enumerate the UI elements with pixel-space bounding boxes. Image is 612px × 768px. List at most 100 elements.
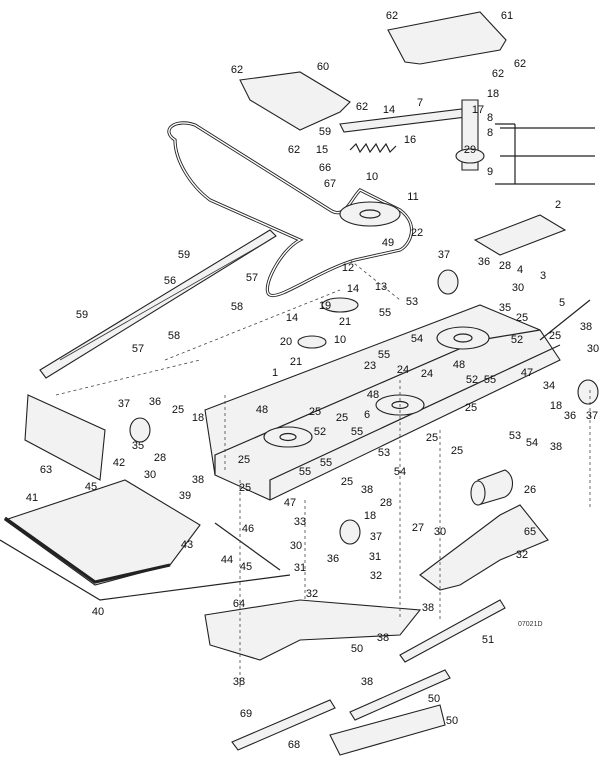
callout-69: 69 bbox=[240, 708, 252, 720]
callout-38: 38 bbox=[233, 676, 245, 688]
assembly-guide-lines bbox=[55, 259, 591, 690]
wheel-37-left bbox=[129, 417, 151, 443]
pulley-29 bbox=[455, 148, 485, 164]
callout-62: 62 bbox=[288, 144, 300, 156]
callout-47: 47 bbox=[284, 497, 296, 509]
callout-28: 28 bbox=[154, 452, 166, 464]
callout-53: 53 bbox=[406, 296, 418, 308]
callout-6: 6 bbox=[364, 409, 370, 421]
callout-3: 3 bbox=[540, 270, 546, 282]
callout-54: 54 bbox=[394, 466, 406, 478]
callout-62: 62 bbox=[386, 10, 398, 22]
callout-14: 14 bbox=[286, 312, 298, 324]
callout-17: 17 bbox=[472, 104, 484, 116]
callout-66: 66 bbox=[319, 162, 331, 174]
callout-8: 8 bbox=[487, 127, 493, 139]
callout-54: 54 bbox=[526, 437, 538, 449]
callout-27: 27 bbox=[412, 522, 424, 534]
callout-38: 38 bbox=[580, 321, 592, 333]
callout-50: 50 bbox=[428, 693, 440, 705]
callout-57: 57 bbox=[132, 343, 144, 355]
callout-38: 38 bbox=[550, 441, 562, 453]
callout-52: 52 bbox=[466, 374, 478, 386]
idler-pulley-11 bbox=[339, 201, 401, 227]
callout-37: 37 bbox=[586, 410, 598, 422]
callout-61: 61 bbox=[501, 10, 513, 22]
callout-48: 48 bbox=[256, 404, 268, 416]
callout-24: 24 bbox=[397, 364, 409, 376]
callout-13: 13 bbox=[375, 281, 387, 293]
callout-57: 57 bbox=[246, 272, 258, 284]
wheel-37-top bbox=[437, 269, 459, 295]
callout-18: 18 bbox=[364, 510, 376, 522]
callout-10: 10 bbox=[366, 171, 378, 183]
callout-48: 48 bbox=[367, 389, 379, 401]
callout-55: 55 bbox=[484, 374, 496, 386]
callout-36: 36 bbox=[564, 410, 576, 422]
callout-55: 55 bbox=[299, 466, 311, 478]
callout-2: 2 bbox=[555, 199, 561, 211]
callout-55: 55 bbox=[320, 457, 332, 469]
callout-12: 12 bbox=[342, 262, 354, 274]
callout-55: 55 bbox=[379, 307, 391, 319]
callout-32: 32 bbox=[516, 549, 528, 561]
callout-25: 25 bbox=[239, 482, 251, 494]
pulley-bracket bbox=[495, 123, 595, 185]
callout-21: 21 bbox=[339, 316, 351, 328]
callout-19: 19 bbox=[319, 300, 331, 312]
callout-25: 25 bbox=[336, 412, 348, 424]
callout-34: 34 bbox=[543, 380, 555, 392]
callout-48: 48 bbox=[453, 359, 465, 371]
callout-18: 18 bbox=[192, 412, 204, 424]
callout-25: 25 bbox=[451, 445, 463, 457]
callout-37: 37 bbox=[438, 249, 450, 261]
callout-59: 59 bbox=[319, 126, 331, 138]
callout-9: 9 bbox=[487, 166, 493, 178]
callout-55: 55 bbox=[351, 426, 363, 438]
callout-68: 68 bbox=[288, 739, 300, 751]
callout-35: 35 bbox=[132, 440, 144, 452]
callout-53: 53 bbox=[509, 430, 521, 442]
callout-18: 18 bbox=[550, 400, 562, 412]
callout-62: 62 bbox=[356, 101, 368, 113]
callout-25: 25 bbox=[465, 402, 477, 414]
shaft bbox=[539, 299, 591, 341]
callout-5: 5 bbox=[559, 297, 565, 309]
callout-32: 32 bbox=[370, 570, 382, 582]
belt-cover-right bbox=[387, 11, 507, 65]
callout-14: 14 bbox=[383, 104, 395, 116]
callout-4: 4 bbox=[517, 264, 523, 276]
callout-52: 52 bbox=[511, 334, 523, 346]
callout-18: 18 bbox=[487, 88, 499, 100]
callout-54: 54 bbox=[411, 333, 423, 345]
callout-38: 38 bbox=[377, 632, 389, 644]
callout-43: 43 bbox=[181, 539, 193, 551]
callout-39: 39 bbox=[179, 490, 191, 502]
callout-62: 62 bbox=[231, 64, 243, 76]
wheel-37-bottom bbox=[339, 519, 361, 545]
callout-36: 36 bbox=[327, 553, 339, 565]
callout-38: 38 bbox=[422, 602, 434, 614]
callout-41: 41 bbox=[26, 492, 38, 504]
callout-25: 25 bbox=[238, 454, 250, 466]
blade-left bbox=[231, 699, 336, 751]
spindle-pulley-right bbox=[436, 326, 490, 350]
callout-21: 21 bbox=[290, 356, 302, 368]
callout-38: 38 bbox=[192, 474, 204, 486]
callout-25: 25 bbox=[549, 330, 561, 342]
blade-center bbox=[349, 669, 451, 721]
idler-pulley-19 bbox=[321, 297, 359, 313]
callout-33: 33 bbox=[294, 516, 306, 528]
callout-42: 42 bbox=[113, 457, 125, 469]
callout-35: 35 bbox=[499, 302, 511, 314]
callout-40: 40 bbox=[92, 606, 104, 618]
callout-25: 25 bbox=[341, 476, 353, 488]
idler-pulley-20 bbox=[297, 335, 327, 349]
callout-14: 14 bbox=[347, 283, 359, 295]
callout-62: 62 bbox=[492, 68, 504, 80]
callout-25: 25 bbox=[426, 432, 438, 444]
callout-20: 20 bbox=[280, 336, 292, 348]
callout-62: 62 bbox=[514, 58, 526, 70]
